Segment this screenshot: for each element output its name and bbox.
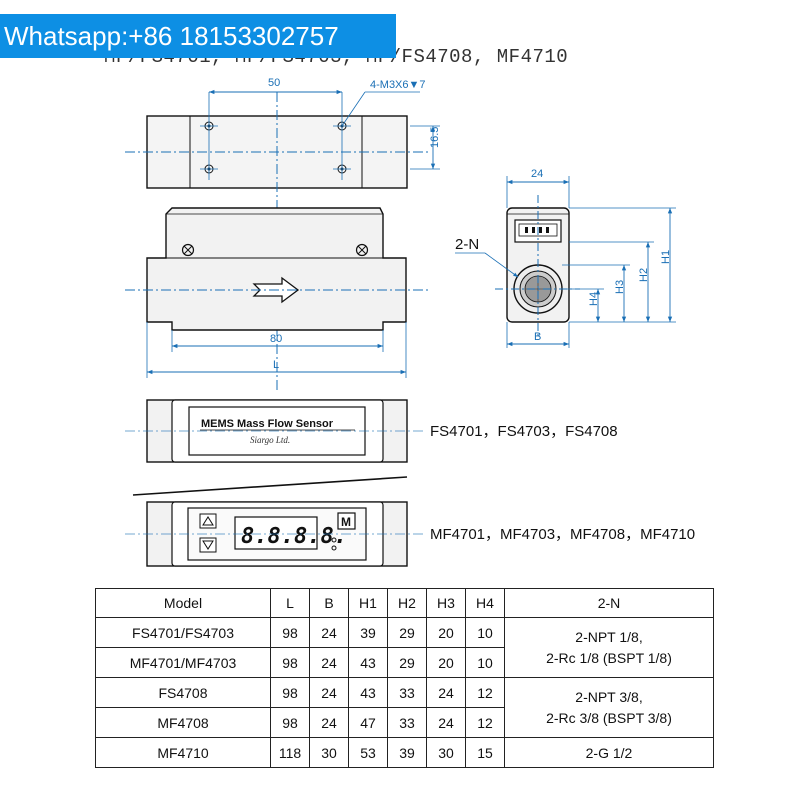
dim-h2: H2 [638, 268, 650, 282]
dim-hole-spacing: 50 [268, 77, 280, 89]
thread-spec-cell: 2-NPT 3/8, 2-Rc 3/8 (BSPT 3/8) [504, 677, 714, 738]
table-row: MF4708 98 24 47 33 24 12 [95, 707, 714, 738]
thread-spec-line: 2-NPT 3/8, [575, 688, 643, 705]
product-label-title: MEMS Mass Flow Sensor [201, 418, 334, 430]
table-cell: 15 [465, 737, 505, 768]
table-cell: 39 [348, 617, 388, 648]
table-row: FS4708 98 24 43 33 24 12 2-NPT 3/8, 2-Rc… [95, 677, 714, 738]
brand-logo: M [341, 515, 351, 529]
table-cell: 24 [309, 647, 349, 678]
table-cell: 29 [387, 647, 427, 678]
table-cell: MF4708 [95, 707, 271, 738]
table-header-row: Model L B H1 H2 H3 H4 2-N [95, 588, 714, 618]
table-cell: 24 [309, 677, 349, 708]
table-header: H4 [465, 588, 505, 618]
dim-b: B [534, 331, 541, 343]
table-cell: 20 [426, 647, 466, 678]
dim-overall-length: L [273, 359, 279, 371]
table-cell: 24 [426, 677, 466, 708]
thread-spec-cell: 2-NPT 1/8, 2-Rc 1/8 (BSPT 1/8) [504, 617, 714, 678]
table-cell: 118 [270, 737, 310, 768]
mounting-hole-icon [200, 92, 351, 180]
table-cell: 30 [426, 737, 466, 768]
table-cell: 24 [309, 617, 349, 648]
mf-front-view: 8.8.8.8. M MF4701，MF4703，MF4708，MF4710 [125, 501, 695, 567]
side-view: 80 L [125, 207, 430, 378]
table-cell: MF4701/MF4703 [95, 647, 271, 678]
dim-h4: H4 [588, 292, 600, 306]
table-cell: 43 [348, 677, 388, 708]
table-cell: MF4710 [95, 737, 271, 768]
table-cell: 10 [465, 647, 505, 678]
table-cell: 30 [309, 737, 349, 768]
table-cell: 10 [465, 617, 505, 648]
table-cell: FS4701/FS4703 [95, 617, 271, 648]
dim-hole-height: 16.5 [429, 127, 441, 148]
table-header: H3 [426, 588, 466, 618]
fs-model-list: FS4701，FS4703，FS4708 [430, 423, 618, 440]
table-header: L [270, 588, 310, 618]
table-cell: 33 [387, 707, 427, 738]
thread-spec-line: 2-Rc 1/8 (BSPT 1/8) [546, 649, 672, 666]
digital-display [234, 516, 318, 550]
dim-end-width: 24 [531, 168, 543, 180]
dimension-table: Model L B H1 H2 H3 H4 2-N FS4701/FS4703 … [95, 588, 714, 768]
port-label: 2-N [455, 236, 479, 253]
side-view-body [146, 207, 407, 331]
technical-drawing: 50 4-M3X6▼7 16.5 80 L [125, 77, 695, 567]
dim-h3: H3 [614, 280, 626, 294]
product-label-maker: Siargo Ltd. [250, 435, 290, 445]
section-divider [132, 476, 408, 496]
table-header: Model [95, 588, 271, 618]
table-row: MF4710 118 30 53 39 30 15 2-G 1/2 [95, 737, 714, 768]
table-cell: 98 [270, 677, 310, 708]
top-view: 50 4-M3X6▼7 16.5 [125, 77, 441, 390]
end-view: 24 2-N H1 H2 H3 H4 B [455, 168, 676, 348]
table-cell: 12 [465, 707, 505, 738]
contact-banner: Whatsapp:+86 18153302757 [0, 14, 396, 58]
table-cell: 43 [348, 647, 388, 678]
screw-icon [181, 243, 369, 257]
table-header: H2 [387, 588, 427, 618]
table-row: MF4701/MF4703 98 24 43 29 20 10 [95, 647, 714, 678]
table-cell: 98 [270, 647, 310, 678]
table-cell: 47 [348, 707, 388, 738]
table-cell: FS4708 [95, 677, 271, 708]
table-cell: 53 [348, 737, 388, 768]
status-led-icon [331, 537, 337, 543]
table-cell: 24 [309, 707, 349, 738]
table-cell: 98 [270, 617, 310, 648]
table-cell: 24 [426, 707, 466, 738]
display-digits: 8.8.8.8. [241, 524, 347, 549]
table-header: B [309, 588, 349, 618]
thread-spec-line: 2-NPT 1/8, [575, 628, 643, 645]
dim-body-length: 80 [270, 333, 282, 345]
table-header: 2-N [504, 588, 714, 618]
table-header: H1 [348, 588, 388, 618]
thread-spec-cell: 2-G 1/2 [504, 737, 714, 768]
table-cell: 33 [387, 677, 427, 708]
mf-model-list: MF4701，MF4703，MF4708，MF4710 [430, 526, 695, 543]
dim-hole-thread: 4-M3X6▼7 [370, 79, 426, 91]
fs-front-view: MEMS Mass Flow Sensor Siargo Ltd. FS4701… [125, 399, 618, 463]
thread-spec-line: 2-Rc 3/8 (BSPT 3/8) [546, 709, 672, 726]
dim-h1: H1 [660, 250, 672, 264]
table-cell: 20 [426, 617, 466, 648]
table-cell: 98 [270, 707, 310, 738]
table-cell: 12 [465, 677, 505, 708]
table-cell: 39 [387, 737, 427, 768]
status-led-icon [331, 545, 337, 551]
table-cell: 29 [387, 617, 427, 648]
table-row: FS4701/FS4703 98 24 39 29 20 10 2-NPT 1/… [95, 617, 714, 678]
